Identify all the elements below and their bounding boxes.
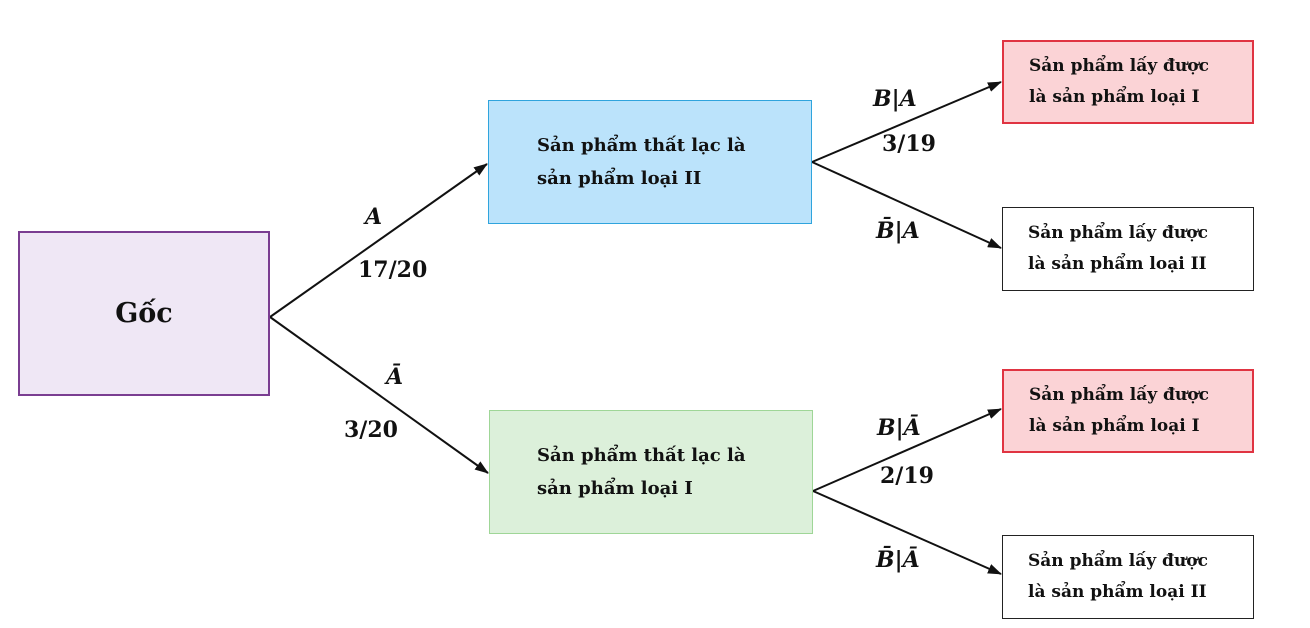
edge-label-bbar-given-a: B̄|A (876, 218, 920, 244)
leaf-node-3: Sản phẩm lấy được là sản phẩm loại I (1002, 369, 1254, 453)
edge-root-to-a (269, 163, 488, 318)
edge-prob-b-given-abar: 2/19 (880, 463, 934, 489)
leaf-1-line-2: là sản phẩm loại I (1029, 87, 1200, 107)
leaf-2-line-1: Sản phẩm lấy được (1028, 223, 1208, 243)
edge-a-to-leaf-2 (811, 161, 1002, 249)
leaf-1-line-1: Sản phẩm lấy được (1029, 56, 1209, 76)
edge-root-to-abar (269, 316, 489, 474)
edge-abar-to-leaf-4 (812, 490, 1002, 575)
edge-prob-b-given-a: 3/19 (882, 131, 936, 157)
edge-label-abar: Ā (386, 364, 404, 390)
node-abar: Sản phẩm thất lạc là sản phẩm loại I (489, 410, 813, 534)
root-node: Gốc (18, 231, 270, 396)
edge-label-b-given-abar: B|Ā (877, 415, 921, 441)
edge-label-b-given-a: B|A (873, 86, 917, 112)
node-abar-line-1: Sản phẩm thất lạc là (537, 445, 746, 466)
node-a: Sản phẩm thất lạc là sản phẩm loại II (488, 100, 812, 224)
edge-prob-a: 17/20 (358, 257, 428, 283)
leaf-node-2: Sản phẩm lấy được là sản phẩm loại II (1002, 207, 1254, 291)
leaf-2-line-2: là sản phẩm loại II (1028, 254, 1207, 274)
leaf-3-line-2: là sản phẩm loại I (1029, 416, 1200, 436)
edge-label-bbar-given-abar: B̄|Ā (876, 547, 920, 573)
leaf-3-line-1: Sản phẩm lấy được (1029, 385, 1209, 405)
leaf-4-line-1: Sản phẩm lấy được (1028, 551, 1208, 571)
edge-a-to-leaf-1 (811, 81, 1002, 163)
edge-abar-to-leaf-3 (812, 408, 1002, 492)
node-a-line-1: Sản phẩm thất lạc là (537, 135, 746, 156)
edge-label-a: A (365, 204, 383, 230)
node-abar-line-2: sản phẩm loại I (537, 478, 693, 499)
node-a-line-2: sản phẩm loại II (537, 168, 702, 189)
leaf-node-4: Sản phẩm lấy được là sản phẩm loại II (1002, 535, 1254, 619)
leaf-node-1: Sản phẩm lấy được là sản phẩm loại I (1002, 40, 1254, 124)
edge-prob-abar: 3/20 (344, 417, 398, 443)
leaf-4-line-2: là sản phẩm loại II (1028, 582, 1207, 602)
root-node-label: Gốc (115, 298, 173, 329)
